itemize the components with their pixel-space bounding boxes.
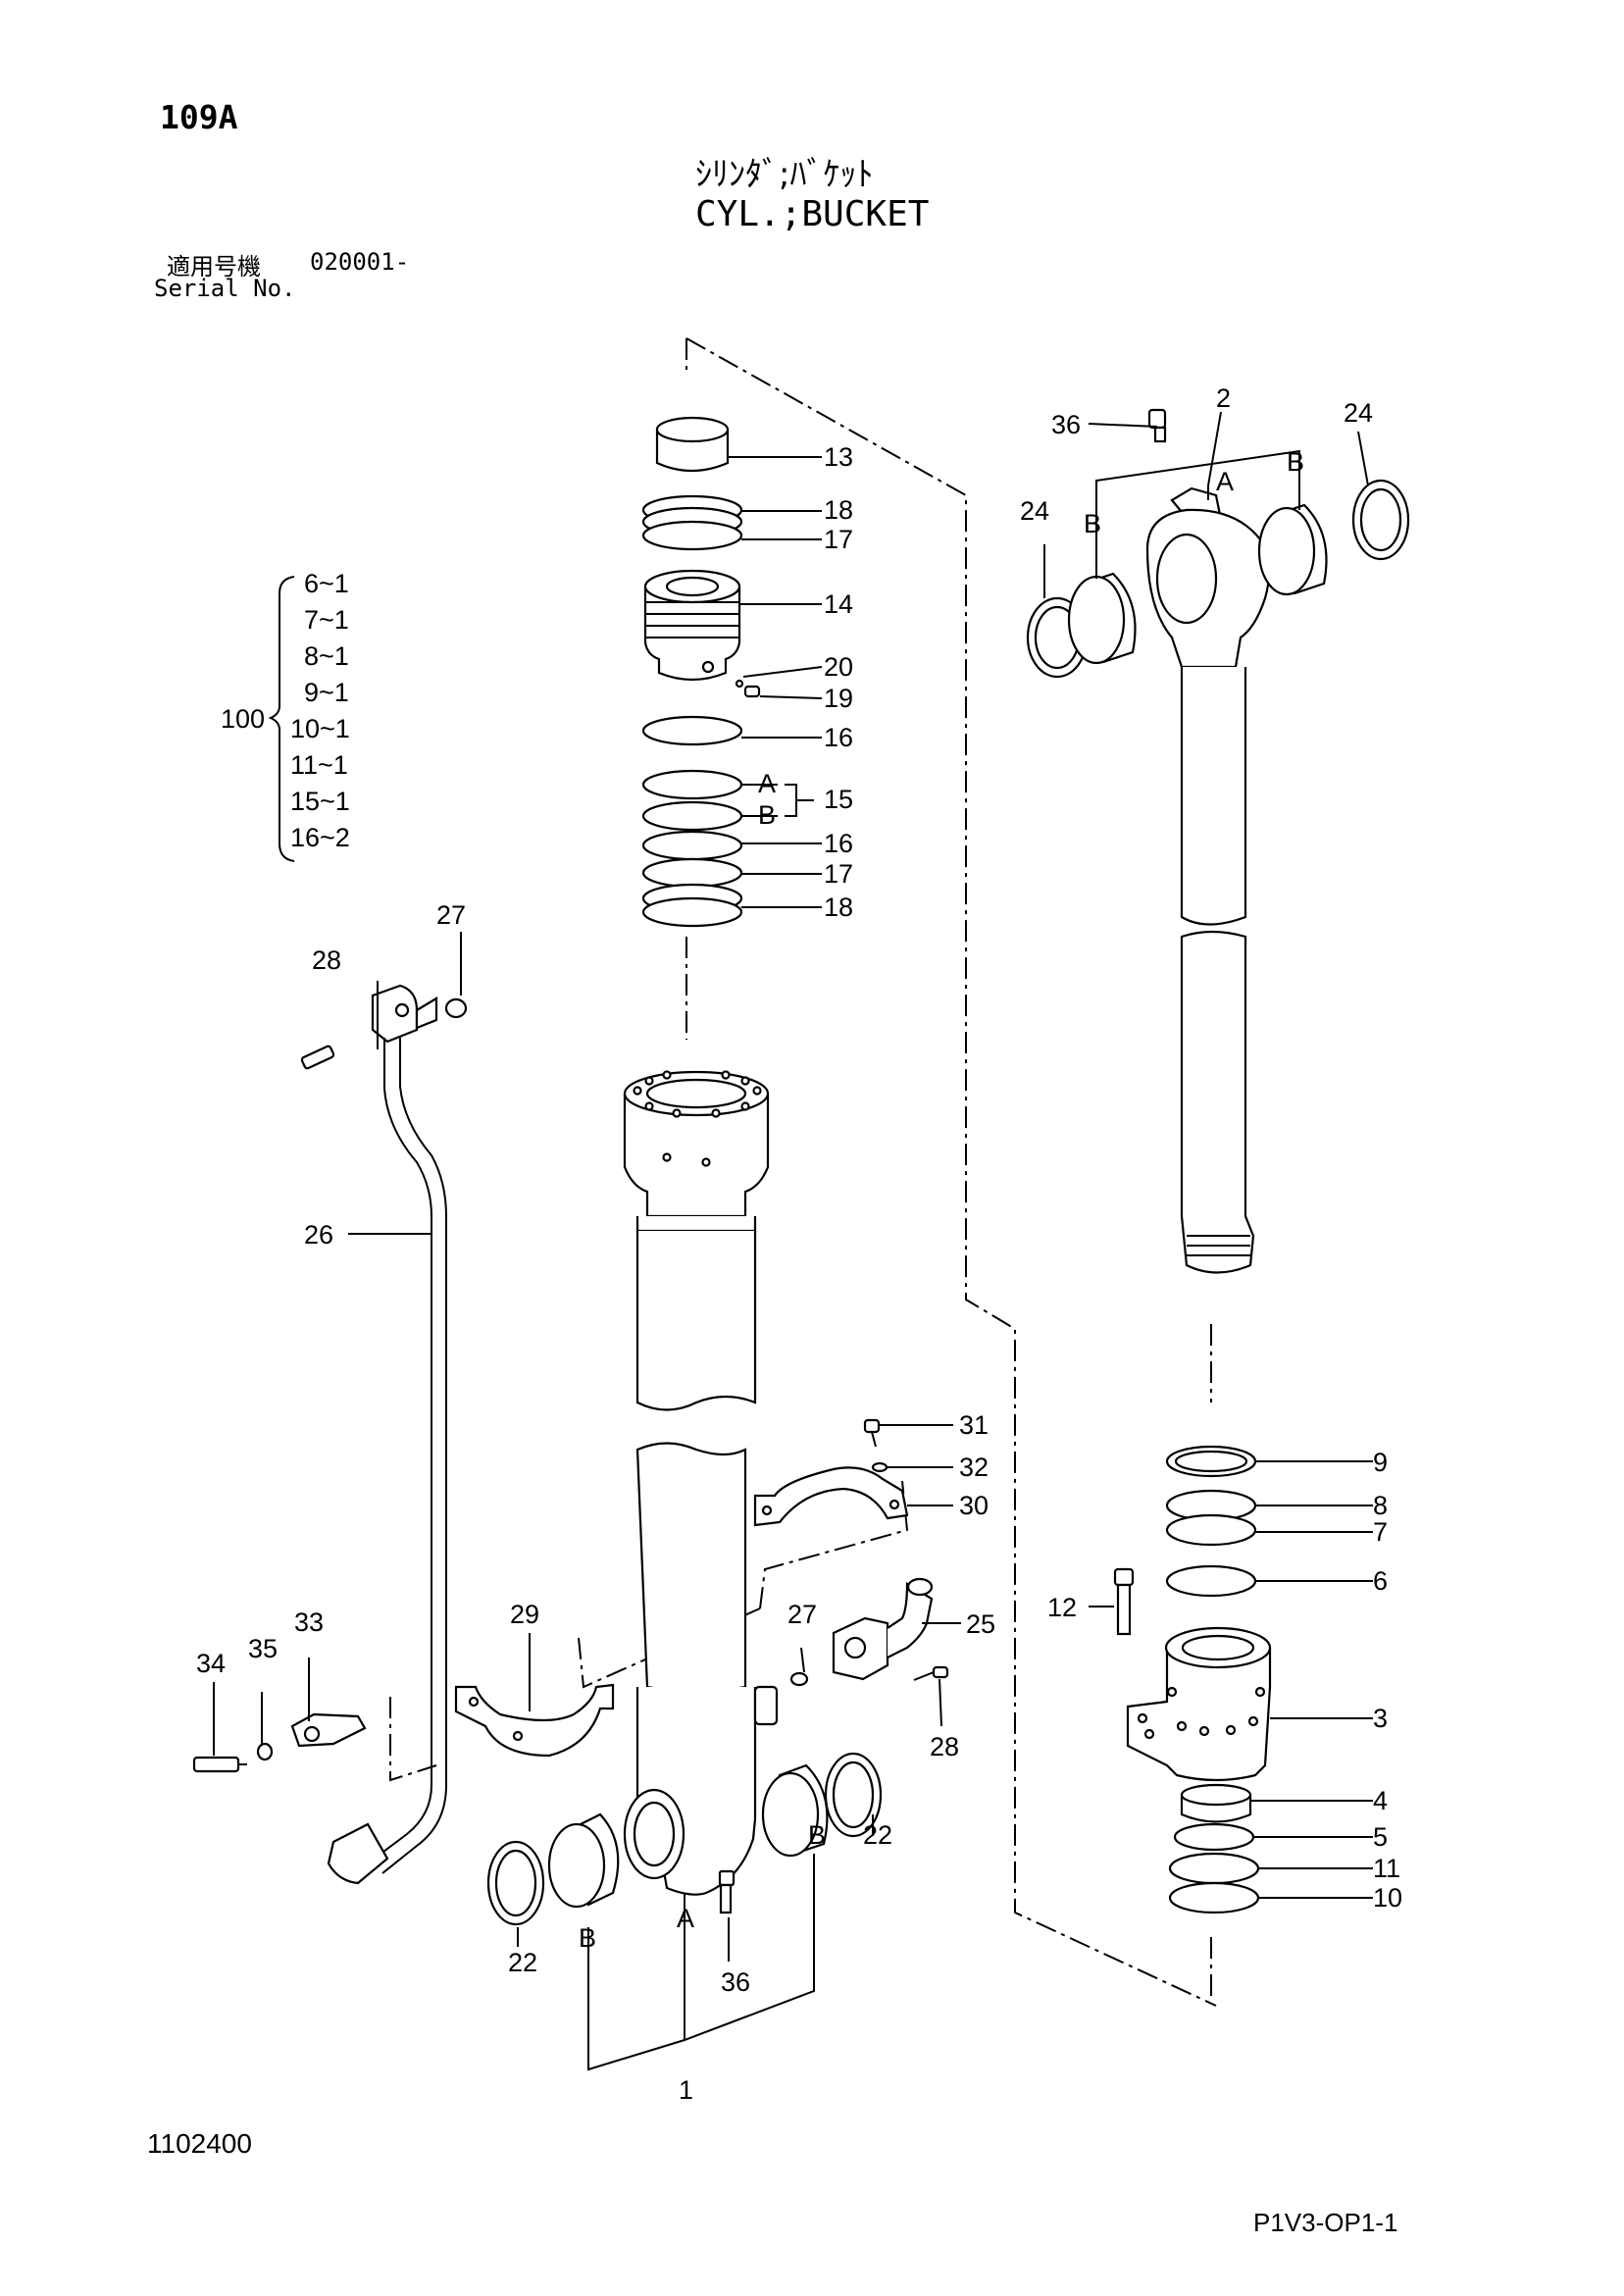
bolt-12 — [1113, 1567, 1135, 1636]
callout-32: 32 — [959, 1453, 989, 1482]
callout-15: 15 — [824, 785, 853, 814]
callout-1: 1 — [679, 2075, 693, 2105]
pipe-fitting-25 — [789, 1577, 949, 1687]
bracket-33-bolt-34-washer-35 — [192, 1712, 367, 1773]
serial-label-english: Serial No. — [154, 275, 296, 302]
callout-14: 14 — [824, 589, 853, 619]
callout-16: 16 — [824, 723, 853, 752]
callout-19: 19 — [824, 684, 853, 713]
callout-33: 33 — [294, 1607, 324, 1637]
callout-2: 2 — [1216, 383, 1231, 413]
callout-labels: 13 18 17 14 20 19 16 A B 15 16 17 18 27 … — [196, 383, 1402, 2105]
callout-35: 35 — [248, 1634, 278, 1663]
kit-item: 8~1 — [304, 641, 349, 671]
piston-rod-2 — [1145, 408, 1271, 1274]
callout-10: 10 — [1373, 1883, 1402, 1913]
callout-36: 36 — [721, 1967, 750, 1997]
clamp-30 — [753, 1466, 909, 1527]
kit-item: 15~1 — [290, 787, 350, 816]
seals-9-8-7-6 — [1165, 1445, 1257, 1598]
serial-value: 020001- — [310, 248, 410, 276]
marker-b: B — [808, 1820, 826, 1850]
callout-29: 29 — [510, 1600, 539, 1629]
callout-7: 7 — [1373, 1517, 1388, 1547]
callout-28: 28 — [930, 1732, 959, 1761]
callout-5: 5 — [1373, 1822, 1388, 1852]
callout-31: 31 — [959, 1410, 989, 1440]
callout-26: 26 — [304, 1220, 333, 1250]
page-code: 109A — [160, 98, 238, 136]
pipe-26 — [300, 984, 468, 1885]
callout-36: 36 — [1051, 410, 1081, 439]
marker-b: B — [579, 1923, 596, 1953]
marker-a: A — [758, 769, 776, 798]
rings-18-17-top — [641, 494, 743, 551]
callout-12: 12 — [1047, 1593, 1077, 1622]
seals-16-15-17-18 — [641, 715, 743, 928]
callout-18: 18 — [824, 893, 853, 922]
callout-27: 27 — [436, 900, 466, 930]
callout-34: 34 — [196, 1649, 226, 1678]
callout-16: 16 — [824, 829, 853, 858]
kit-item: 10~1 — [290, 714, 350, 743]
marker-b: B — [758, 800, 776, 830]
callout-25: 25 — [966, 1609, 995, 1639]
callout-20: 20 — [824, 652, 853, 682]
callout-3: 3 — [1373, 1704, 1388, 1733]
marker-a: A — [677, 1904, 694, 1933]
callout-17: 17 — [824, 859, 853, 889]
grease-fitting-icon — [1147, 408, 1167, 430]
serial-label-japanese: 適用号機 — [167, 253, 261, 281]
sheet-code: P1V3-OP1-1 — [1253, 2208, 1398, 2237]
rod-head-14 — [643, 569, 761, 698]
rings-4-5-11-10 — [1168, 1783, 1260, 1914]
bolt-31-washer-32 — [863, 1418, 888, 1473]
callout-22: 22 — [863, 1820, 892, 1850]
callout-24: 24 — [1020, 496, 1049, 526]
title-english: CYL.;BUCKET — [695, 194, 930, 234]
marker-b: B — [1084, 509, 1101, 538]
kit-number: 100 — [221, 704, 265, 734]
callout-9: 9 — [1373, 1448, 1388, 1477]
cylinder-tube-1 — [623, 1070, 779, 1914]
callout-30: 30 — [959, 1491, 989, 1520]
kit-item: 7~1 — [304, 605, 349, 635]
kit-item: 6~1 — [304, 569, 349, 598]
callout-17: 17 — [824, 525, 853, 554]
callout-22: 22 — [508, 1948, 537, 1977]
callout-8: 8 — [1373, 1491, 1388, 1520]
piston-3 — [1126, 1626, 1272, 1782]
callout-11: 11 — [1373, 1854, 1400, 1883]
rings-24-bushings-b-upper — [1026, 479, 1410, 679]
drawing-number: 1102400 — [147, 2128, 252, 2159]
callout-24: 24 — [1344, 398, 1373, 428]
marker-a: A — [1216, 467, 1234, 496]
callout-6: 6 — [1373, 1566, 1388, 1596]
clamp-29 — [454, 1683, 615, 1758]
callout-18: 18 — [824, 495, 853, 525]
bushing-13 — [655, 416, 730, 473]
callout-13: 13 — [824, 442, 853, 472]
kit-item: 16~2 — [290, 823, 350, 852]
marker-b: B — [1287, 447, 1304, 477]
callout-4: 4 — [1373, 1786, 1388, 1815]
kit-item: 11~1 — [290, 750, 348, 780]
kit-item: 9~1 — [304, 678, 349, 707]
leader-lines — [213, 411, 1373, 2071]
callout-28: 28 — [312, 945, 341, 975]
bushings-22-b-lower — [486, 1752, 883, 1926]
callout-27: 27 — [787, 1600, 817, 1629]
title-japanese: ｼﾘﾝﾀﾞ;ﾊﾞｹｯﾄ — [695, 155, 874, 194]
kit-bracket: 100 6~1 7~1 8~1 9~1 10~1 11~1 15~1 16~2 — [221, 569, 350, 862]
